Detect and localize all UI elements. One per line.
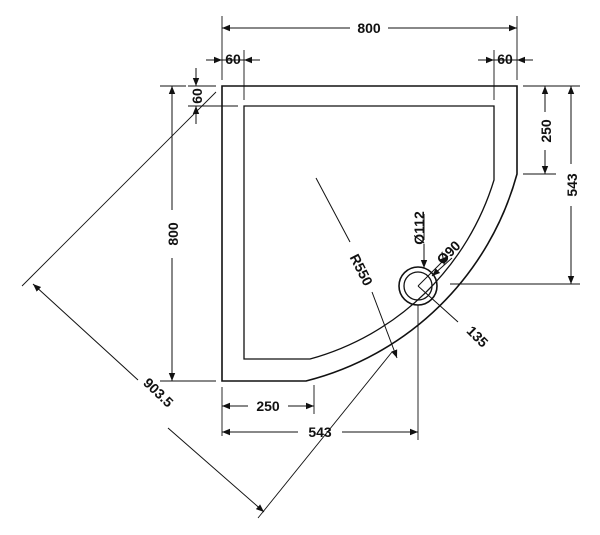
label-overall-depth: 800 xyxy=(165,222,181,246)
dim-overall-depth: 800 xyxy=(160,85,216,382)
label-bottom-length: 543 xyxy=(308,424,332,440)
dim-side-length: 543 xyxy=(450,86,580,285)
label-left-rim: 60 xyxy=(225,51,241,67)
label-radius: R550 xyxy=(347,251,377,288)
label-straight-side: 250 xyxy=(538,119,554,143)
dim-diagonal: 903.5 xyxy=(21,91,393,519)
label-right-rim: 60 xyxy=(497,51,513,67)
dim-overall-width: 800 xyxy=(221,16,518,80)
tray-inner-outline xyxy=(243,105,495,360)
dim-left-rim: 60 xyxy=(206,50,260,100)
dim-right-rim: 60 xyxy=(478,50,533,100)
label-overall-width: 800 xyxy=(357,20,381,36)
label-top-rim: 60 xyxy=(189,88,205,104)
label-waste-outer: Ø112 xyxy=(411,211,427,245)
dim-bottom-straight: 250 xyxy=(221,385,315,436)
label-waste-offset: 135 xyxy=(464,323,492,351)
dim-bottom-length: 543 xyxy=(222,305,419,440)
label-side-length: 543 xyxy=(564,173,580,197)
label-diagonal: 903.5 xyxy=(140,374,176,410)
label-bottom-straight: 250 xyxy=(256,398,280,414)
dim-top-rim: 60 xyxy=(188,68,238,124)
tray-outline xyxy=(221,85,518,382)
dim-straight-side: 250 xyxy=(523,85,580,175)
label-waste-inner: Ø90 xyxy=(433,237,463,267)
dim-radius: R550 xyxy=(315,177,398,359)
